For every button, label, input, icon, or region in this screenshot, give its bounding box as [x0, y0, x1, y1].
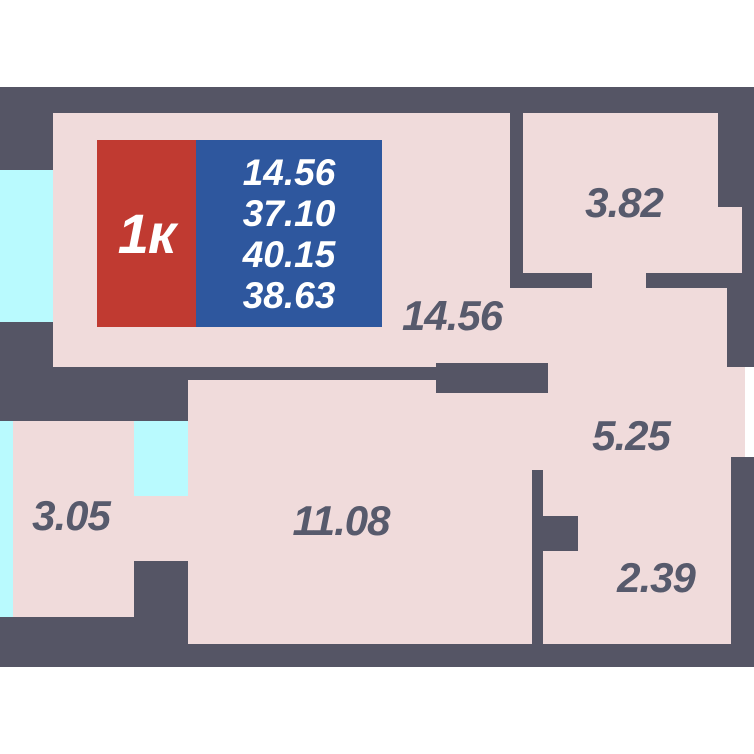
room-label-2-39: 2.39: [617, 554, 696, 601]
unit-area-line-3: 40.15: [242, 233, 336, 275]
unit-areas-badge: 14.56 37.10 40.15 38.63: [196, 140, 382, 327]
window-left-upper: [0, 170, 53, 322]
wall-bathroom-door-jamb: [543, 516, 578, 551]
unit-area-line-4: 38.63: [242, 274, 336, 316]
room-floor-11-08: [188, 380, 548, 644]
unit-area-line-2: 37.10: [242, 192, 336, 234]
room-label-3-82: 3.82: [585, 179, 664, 226]
room-label-5-25: 5.25: [592, 412, 671, 459]
room-floor-3-05: [13, 421, 134, 617]
wall-door-block-center: [436, 363, 548, 393]
room-label-3-05: 3.05: [32, 492, 111, 539]
plan-edge-cutout: [745, 367, 754, 457]
room-floor-3-82: [523, 113, 718, 273]
room-label-14-56: 14.56: [401, 292, 503, 339]
room-floor-hall-5-25-right: [727, 367, 745, 457]
doorway-3-82: [592, 273, 646, 288]
unit-type-label: 1к: [117, 202, 177, 265]
room-label-11-08: 11.08: [292, 497, 391, 544]
window-balcony-inner: [134, 421, 188, 496]
unit-area-line-1: 14.56: [242, 151, 336, 193]
unit-type-badge: 1к: [97, 140, 196, 327]
room-floor-3-82-niche: [718, 207, 742, 273]
wall-bathroom-partition: [532, 470, 543, 644]
window-left-lower: [0, 421, 13, 617]
doorway-3-05: [134, 496, 188, 561]
